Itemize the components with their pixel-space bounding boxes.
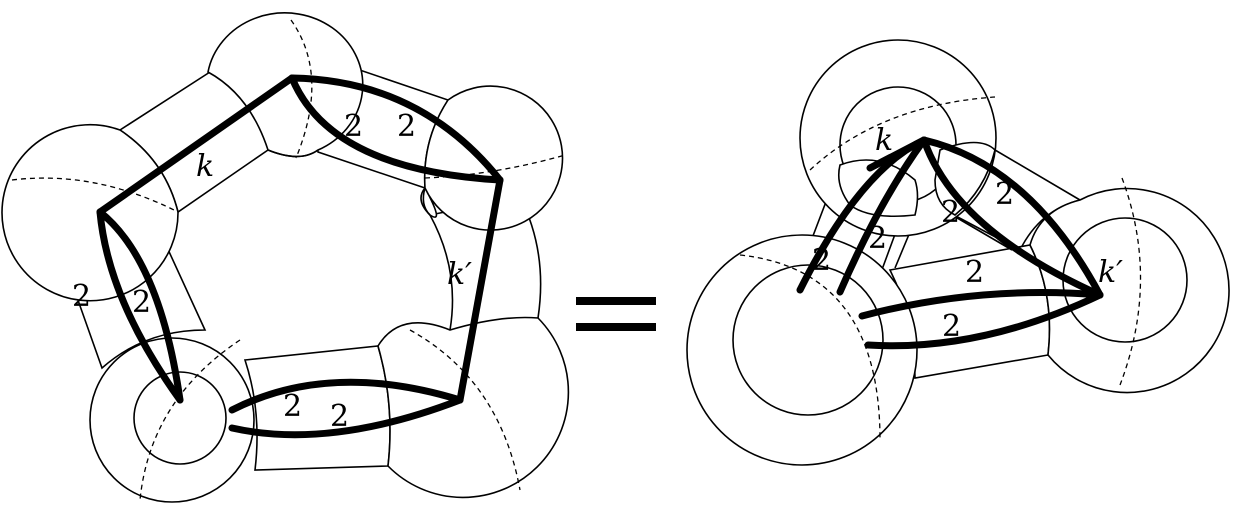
right-diagram: k 2 2 2 2 2 2 k′ bbox=[686, 39, 1230, 466]
left-diagram: k 2 2 2 2 2 2 k′ bbox=[1, 12, 570, 503]
left-label-2: 2 bbox=[330, 399, 349, 434]
right-label-2: 2 bbox=[812, 243, 831, 278]
left-label-2: 2 bbox=[344, 109, 363, 144]
right-sphere-right bbox=[1029, 177, 1230, 394]
right-wires bbox=[796, 136, 1104, 350]
right-label-2: 2 bbox=[941, 195, 960, 230]
right-label-2: 2 bbox=[995, 177, 1014, 212]
right-label-k: k bbox=[875, 123, 893, 158]
right-sphere-left bbox=[686, 234, 918, 466]
left-label-2: 2 bbox=[132, 285, 151, 320]
left-wires bbox=[96, 74, 504, 439]
right-label-k-prime: k′ bbox=[1098, 255, 1123, 290]
right-label-2: 2 bbox=[965, 255, 984, 290]
left-sphere-bottom-right bbox=[377, 316, 570, 499]
left-sphere-upper-right bbox=[420, 85, 566, 231]
right-label-2: 2 bbox=[942, 309, 961, 344]
right-label-2: 2 bbox=[868, 221, 887, 256]
equals-sign bbox=[576, 297, 656, 331]
left-label-k: k bbox=[196, 149, 214, 184]
left-sphere-bottom-left bbox=[89, 337, 255, 503]
left-label-2: 2 bbox=[72, 279, 91, 314]
left-tube-bottom bbox=[243, 345, 391, 471]
left-label-2: 2 bbox=[397, 109, 416, 144]
left-label-k-prime: k′ bbox=[447, 257, 472, 292]
left-label-2: 2 bbox=[283, 389, 302, 424]
